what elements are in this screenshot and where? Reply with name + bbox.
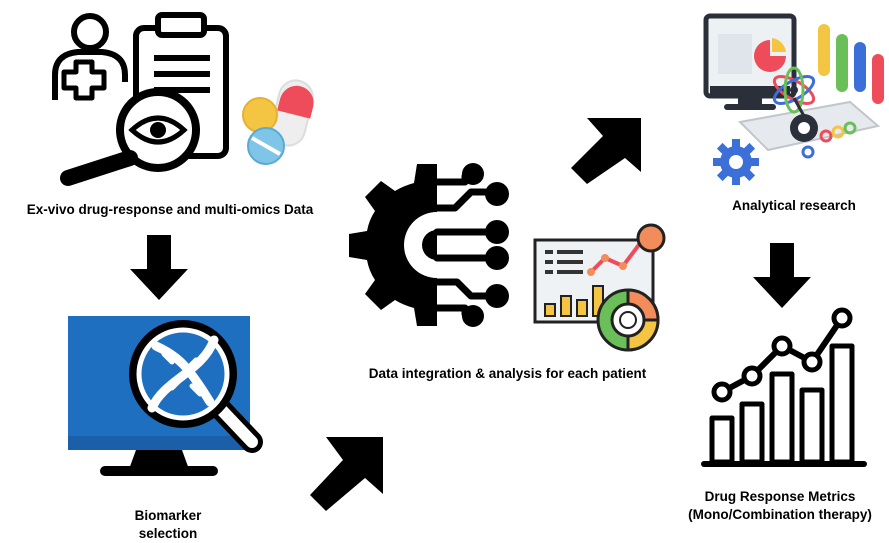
exvivo-icon-group	[50, 10, 325, 190]
metrics-label-line1: Drug Response Metrics	[704, 489, 856, 504]
metrics-label: Drug Response Metrics (Mono/Combination …	[672, 488, 888, 524]
biomarker-label: Biomarker selection	[108, 507, 228, 543]
arrow-down-left-icon	[130, 235, 188, 300]
integration-label: Data integration & analysis for each pat…	[368, 366, 647, 381]
magnifier-eye-icon	[60, 88, 200, 186]
arrow-upright-bottom-icon	[308, 432, 388, 512]
analytical-label: Analytical research	[732, 198, 856, 213]
arrow-upright-top-icon	[565, 114, 645, 184]
gear-circuit-icon	[345, 160, 525, 330]
arrow-down-right-icon	[753, 243, 811, 308]
analytics-dashboard-icon	[533, 222, 668, 352]
biomarker-label-line2: selection	[138, 526, 198, 542]
pills-icon	[242, 79, 314, 165]
bar-line-chart-icon	[700, 306, 870, 468]
lab-computer-icon	[700, 2, 888, 185]
exvivo-label: Ex-vivo drug-response and multi-omics Da…	[26, 202, 314, 217]
biomarker-label-line1: Biomarker	[134, 508, 202, 523]
metrics-label-line2: (Mono/Combination therapy)	[688, 507, 872, 523]
monitor-dna-icon	[68, 316, 268, 482]
patient-icon	[52, 13, 128, 101]
